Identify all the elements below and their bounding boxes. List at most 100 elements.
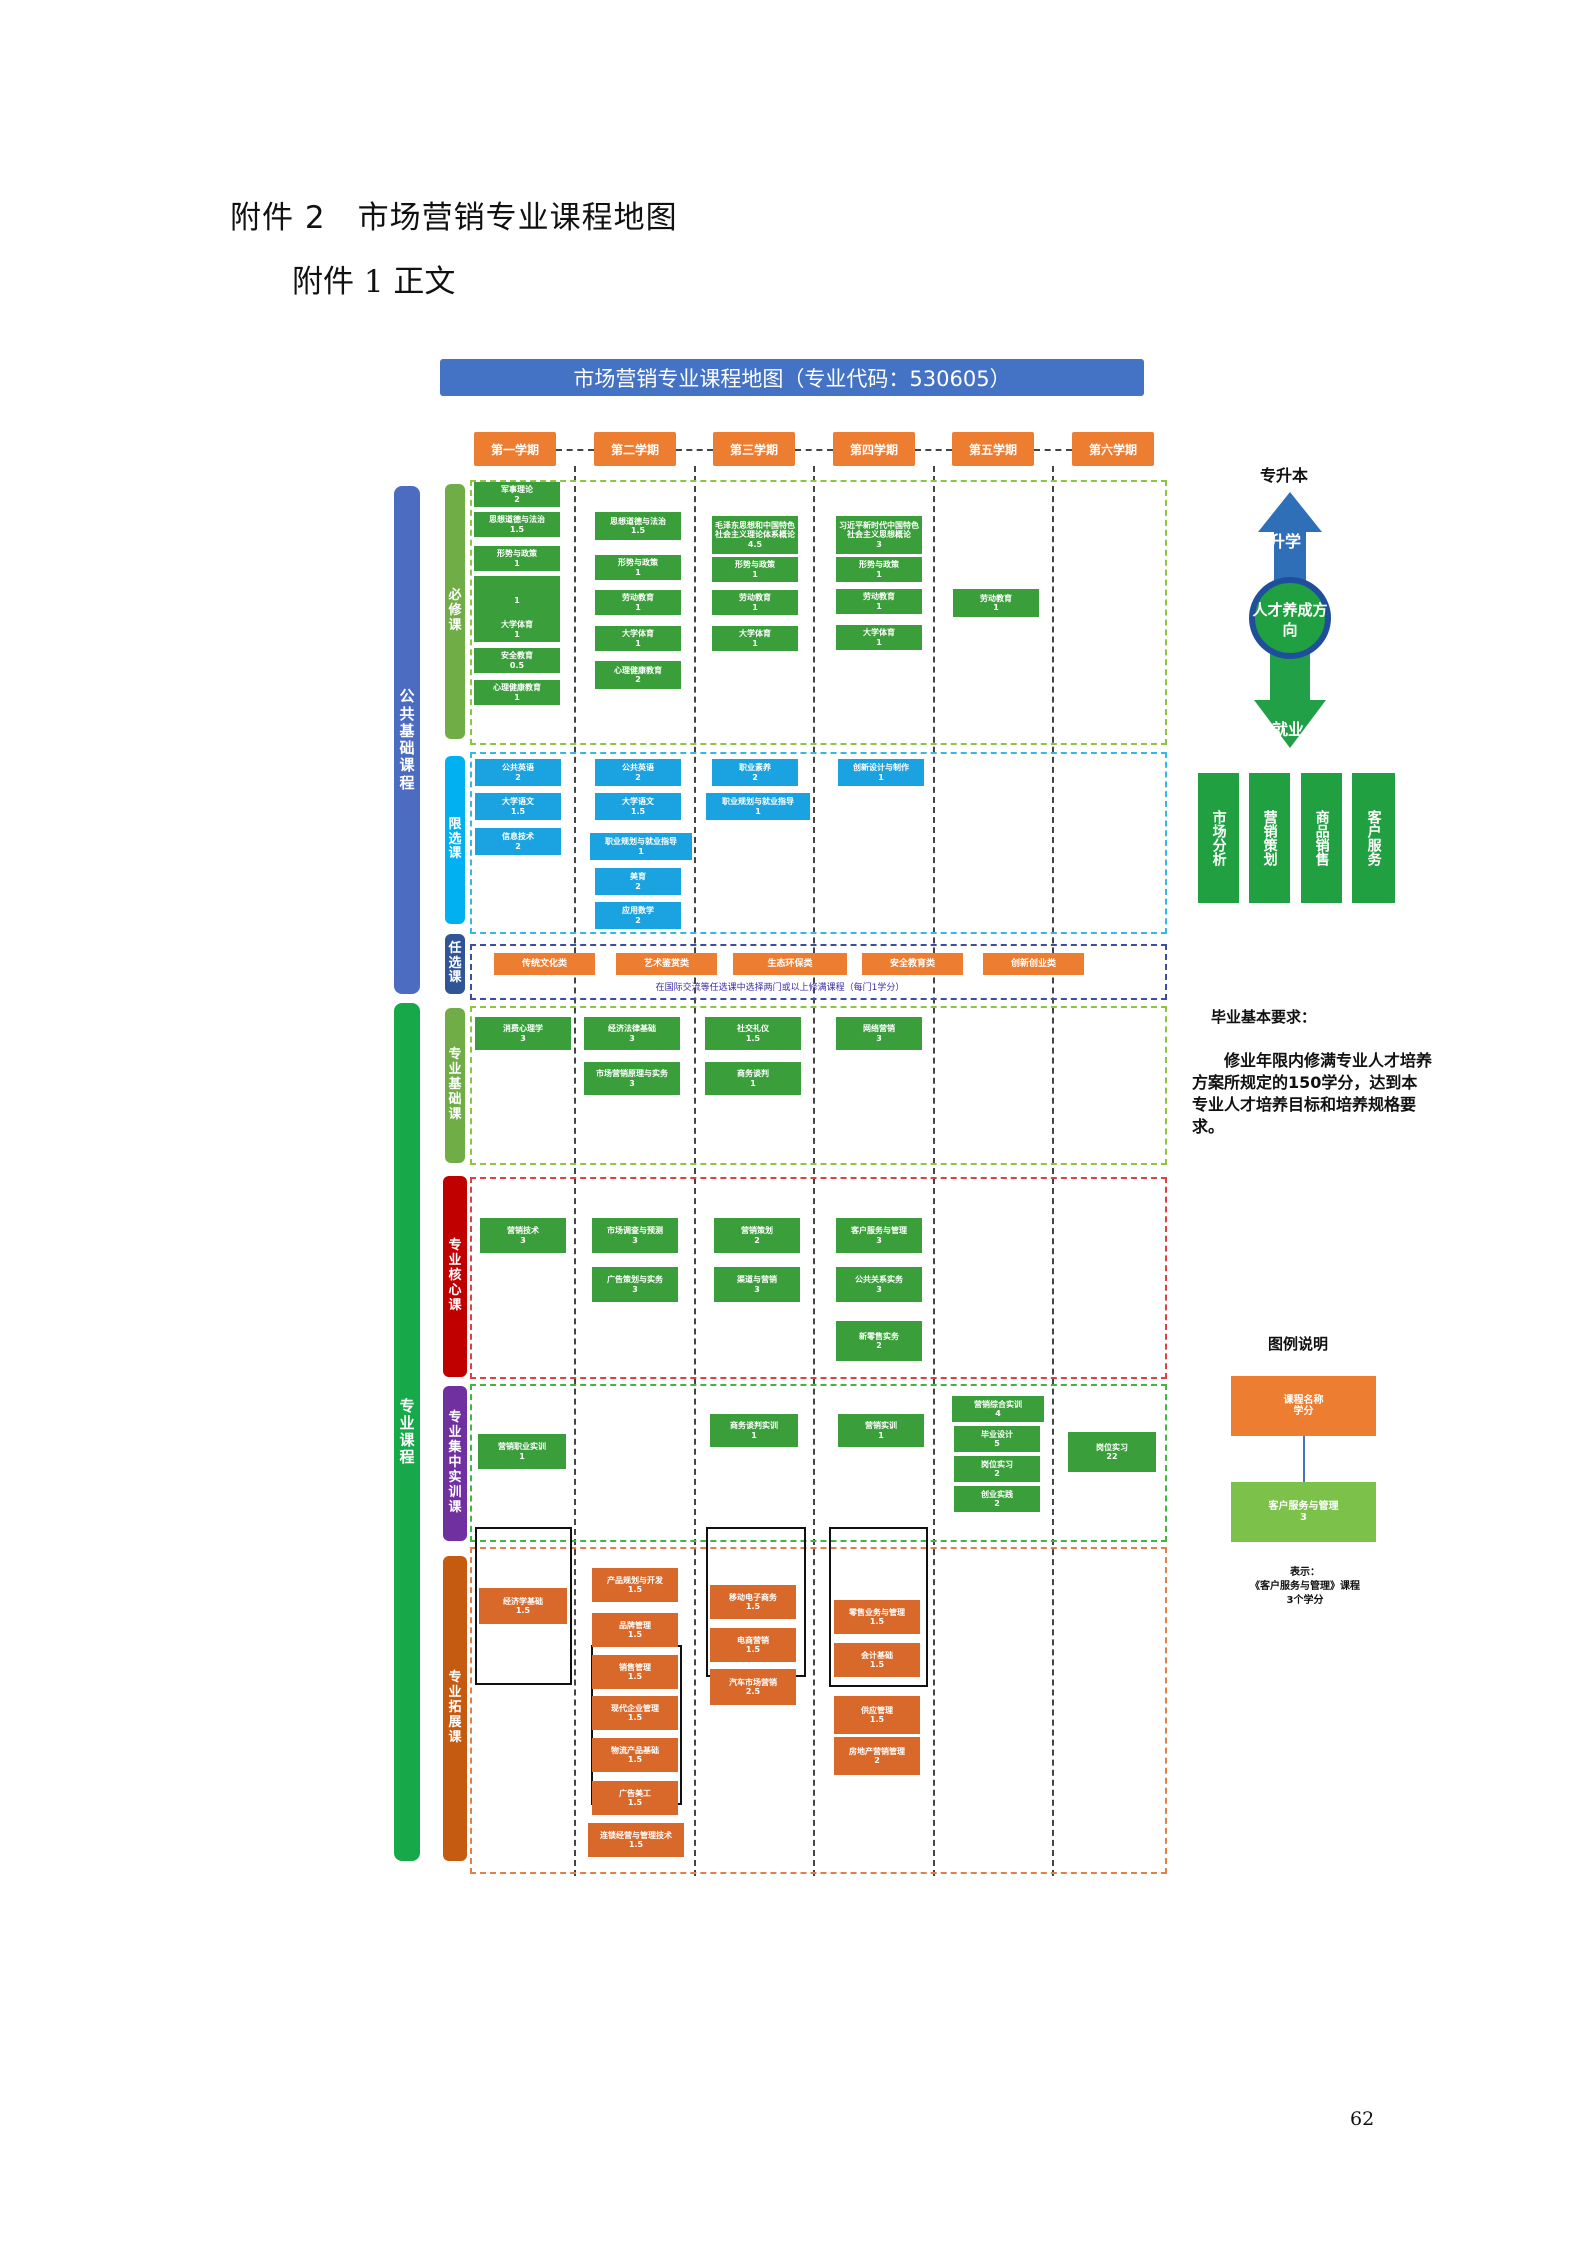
optional-course: 创新创业类 [983, 953, 1084, 975]
course-name: 零售业务与管理 [849, 1607, 905, 1617]
course-credit: 2 [515, 841, 521, 851]
course-name: 劳动教育 [980, 593, 1012, 603]
course-name: 物流产品基础 [611, 1745, 659, 1755]
optional-course: 艺术鉴赏类 [616, 953, 717, 975]
course-name: 公共英语 [502, 763, 534, 773]
course-credit: 1.5 [627, 1585, 643, 1594]
course-name: 岗位实习 [1096, 1442, 1128, 1452]
course-credit: 1.5 [869, 1660, 885, 1669]
course-credit: 3 [520, 1235, 526, 1245]
semester-2: 第二学期 [594, 432, 676, 466]
course-name: 销售管理 [619, 1662, 651, 1672]
course-name: 渠道与营销 [737, 1275, 777, 1285]
column-separator [1052, 466, 1054, 1876]
semester-connector [795, 449, 833, 451]
page-number: 62 [1350, 2108, 1375, 2130]
course-name: 形势与政策 [618, 558, 658, 568]
course-name: 电商营销 [737, 1635, 769, 1645]
course-credit: 2.5 [745, 1687, 761, 1696]
job-market-analysis: 市场分析 [1198, 773, 1239, 903]
optional-note: 在国际交流等任选课中选择两门或以上修满课程（每门1学分） [655, 983, 905, 993]
direction-top-label: 专升本 [1260, 466, 1309, 485]
course-credit: 2 [515, 772, 521, 782]
category-major: 专业课程 [394, 1003, 420, 1861]
optional-course: 生态环保类 [733, 953, 847, 975]
course-name: 心理健康教育 [614, 665, 662, 675]
job-label: 客户服务 [1365, 810, 1382, 866]
course-credit: 1 [635, 602, 641, 612]
course-name: 连锁经营与管理技术 [600, 1830, 672, 1840]
course-credit: 1 [751, 1430, 757, 1440]
direction-diagram [1249, 492, 1331, 748]
region-required [470, 480, 1167, 745]
course-credit: 4.5 [747, 539, 763, 549]
course-credit: 1 [750, 1078, 756, 1088]
course-name: 创新设计与制作 [853, 763, 909, 773]
course-credit: 1 [635, 638, 641, 648]
course-credit: 1 [635, 567, 641, 577]
course-name: 现代企业管理 [611, 1703, 659, 1713]
course-credit: 2 [635, 915, 641, 925]
course-credit: 2 [754, 1235, 760, 1245]
course-name: 思想道德与法治 [489, 515, 545, 525]
legend-connector [1303, 1436, 1305, 1482]
column-separator [933, 466, 935, 1876]
course-credit: 2 [876, 1341, 882, 1350]
group-frame [829, 1527, 928, 1687]
course-name: 思想道德与法治 [610, 516, 666, 526]
region-expand [470, 1547, 1167, 1874]
course-credit: 1 [638, 846, 644, 856]
course-name: 公共关系实务 [855, 1275, 903, 1285]
legend-note-line: 3个学分 [1286, 1595, 1324, 1606]
job-label: 营销策划 [1261, 810, 1278, 866]
course-credit: 3 [876, 1033, 882, 1043]
course-credit: 1 [993, 603, 999, 612]
course-name: 产品规划与开发 [607, 1575, 663, 1585]
course-credit: 1 [876, 601, 882, 611]
course-credit: 1.5 [630, 806, 646, 816]
optional-course: 传统文化类 [494, 953, 595, 975]
course-credit: 3 [876, 1284, 882, 1294]
direction-up-label: 升学 [1269, 532, 1302, 551]
category-public: 公共基础课程 [394, 486, 420, 994]
course-name: 网络营销 [863, 1024, 895, 1034]
course-credit: 1 [514, 692, 520, 702]
course-name: 公共英语 [622, 763, 654, 773]
course-name: 社交礼仪 [737, 1024, 769, 1034]
course-credit: 5 [994, 1439, 1000, 1448]
subcategory-major-base: 专业基础课 [445, 1008, 465, 1163]
semester-connector [556, 449, 594, 451]
graduation-title: 毕业基本要求： [1211, 1008, 1317, 1026]
course-name: 安全教育 [501, 651, 533, 661]
course-credit: 1 [514, 596, 520, 606]
course-credit: 1 [755, 806, 761, 816]
course-name: 毛泽东思想和中国特色社会主义理论体系概论 [715, 521, 795, 540]
course-credit: 2 [635, 675, 641, 684]
course-credit: 1.5 [630, 526, 646, 535]
course-credit: 3 [520, 1033, 526, 1043]
course-name: 大学体育 [501, 620, 533, 630]
